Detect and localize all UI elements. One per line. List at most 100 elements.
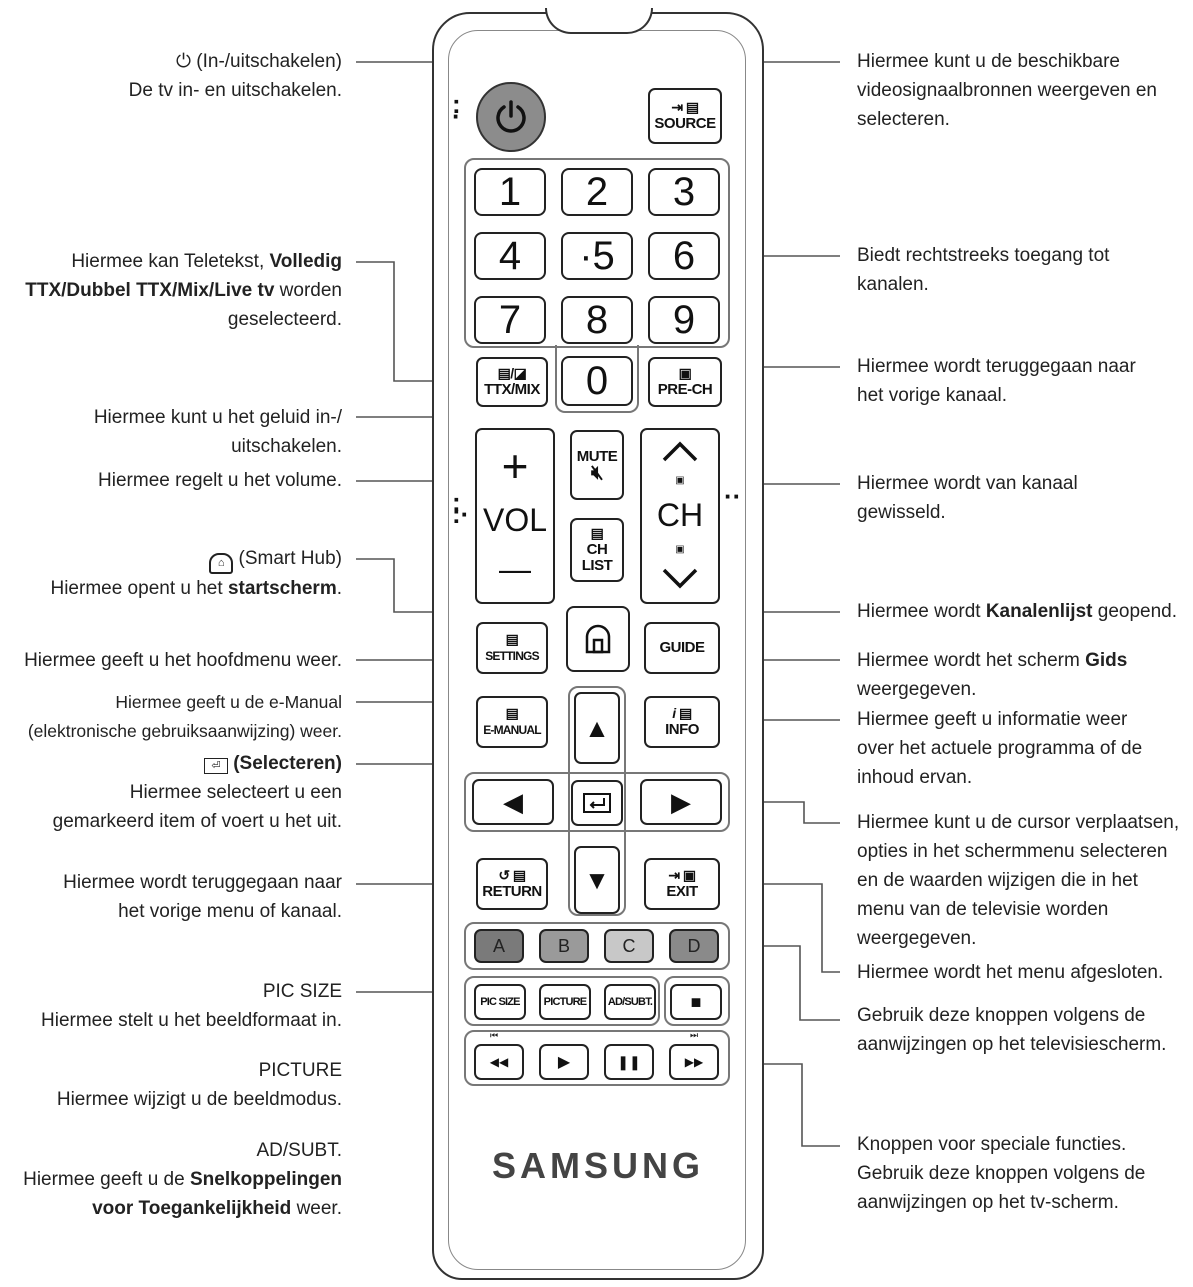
label-info: Hiermee geeft u informatie weer over het…	[857, 709, 1143, 788]
channel-rocker[interactable]: ▣ CH ▣	[640, 428, 720, 604]
settings-button[interactable]: ▤ SETTINGS	[476, 622, 548, 674]
volume-up-button[interactable]: +	[501, 440, 529, 492]
ch-up-icon: ▣	[675, 474, 685, 486]
ttx-mix-button[interactable]: ▤/◪ TTX/MIX	[476, 357, 548, 407]
prech-icon: ▣	[678, 365, 692, 381]
leader-special	[728, 1063, 840, 1147]
label-emanual: Hiermee geeft u de e-Manual (elektronisc…	[27, 692, 342, 741]
label-adsubt: AD/SUBT. Hiermee geeft u de Snelkoppelin…	[23, 1140, 342, 1219]
enter-icon	[583, 793, 611, 813]
power-icon	[496, 100, 526, 133]
pic-size-button[interactable]: PIC SIZE	[474, 984, 526, 1020]
label-volume: Hiermee regelt u het volume.	[98, 470, 342, 491]
color-key-b-button[interactable]: B	[539, 929, 589, 963]
digit-9-button[interactable]: 9	[648, 296, 720, 344]
up-arrow-button[interactable]: ▲	[574, 692, 620, 764]
label-special: Knoppen voor speciale functies. Gebruik …	[857, 1134, 1146, 1213]
digit-6-button[interactable]: 6	[648, 232, 720, 280]
e-manual-button[interactable]: ▤ E-MANUAL	[476, 696, 548, 748]
digit-0-button[interactable]: 0	[561, 356, 633, 406]
home-icon: ⌂	[209, 553, 234, 574]
label-smarthub: ⌂ (Smart Hub) Hiermee opent u het starts…	[50, 548, 342, 599]
return-icon: ↺ ▤	[498, 867, 526, 883]
digit-5-button[interactable]: ·5	[561, 232, 633, 280]
rewind-icon: ◀◀	[489, 1055, 509, 1069]
leader-cursor	[728, 801, 840, 824]
power-button[interactable]	[476, 82, 546, 152]
power-desc: De tv in- en uitschakelen.	[128, 80, 342, 101]
picture-button[interactable]: PICTURE	[539, 984, 591, 1020]
ch-list-button[interactable]: ▤ CH LIST	[570, 518, 624, 582]
remote-top-notch	[545, 8, 653, 34]
label-chlist: Hiermee wordt Kanalenlijst geopend.	[857, 601, 1178, 622]
fast-forward-button[interactable]: ▶▶	[669, 1044, 719, 1080]
label-cursor: Hiermee kunt u de cursor verplaatsen, op…	[857, 812, 1180, 949]
channel-down-button[interactable]	[660, 566, 700, 590]
mute-button[interactable]: MUTE 🔇︎	[570, 430, 624, 500]
label-mute: Hiermee kunt u het geluid in-/ uitschake…	[93, 407, 342, 457]
left-arrow-icon: ◀	[503, 786, 523, 817]
return-button[interactable]: ↺ ▤ RETURN	[476, 858, 548, 910]
enter-icon: ⏎	[203, 758, 228, 774]
digit-1-button[interactable]: 1	[474, 168, 546, 216]
volume-label: VOL	[482, 501, 548, 538]
tactile-dots-vol: ::·	[452, 487, 470, 529]
digit-8-button[interactable]: 8	[561, 296, 633, 344]
label-settings: Hiermee geeft u het hoofdmenu weer.	[24, 650, 342, 671]
exit-icon: ⇥ ▣	[668, 867, 696, 883]
zero-key-group	[555, 345, 639, 413]
tactile-dots-power: :·	[452, 89, 461, 131]
info-button[interactable]: i ▤ INFO	[644, 696, 720, 748]
right-arrow-button[interactable]: ▶	[640, 779, 722, 825]
up-arrow-icon: ▲	[584, 712, 610, 743]
ch-down-icon: ▣	[675, 544, 685, 556]
power-icon: ⏻	[175, 51, 191, 72]
guide-button[interactable]: GUIDE	[644, 622, 720, 674]
label-picsize: PIC SIZE Hiermee stelt u het beeldformaa…	[41, 981, 342, 1031]
color-key-c-button[interactable]: C	[604, 929, 654, 963]
digit-4-button[interactable]: 4	[474, 232, 546, 280]
right-arrow-icon: ▶	[671, 786, 691, 817]
label-select: ⏎ (Selecteren) Hiermee selecteert u een …	[52, 753, 342, 832]
next-track-icon: ⏭	[690, 1030, 699, 1040]
label-return: Hiermee wordt teruggegaan naar het vorig…	[63, 872, 342, 922]
play-button[interactable]: ▶	[539, 1044, 589, 1080]
stop-icon: ■	[690, 991, 702, 1012]
label-teletext: Hiermee kan Teletekst, Volledig TTX/Dubb…	[25, 251, 342, 330]
label-power: ⏻ (In-/uitschakelen) De tv in- en uitsch…	[129, 47, 342, 105]
digit-2-button[interactable]: 2	[561, 168, 633, 216]
digit-3-button[interactable]: 3	[648, 168, 720, 216]
stop-button[interactable]: ■	[670, 984, 722, 1020]
pause-button[interactable]: ❚❚	[604, 1044, 654, 1080]
number-pad-group	[464, 158, 730, 348]
play-icon: ▶	[557, 1054, 571, 1071]
color-key-a-button[interactable]: A	[474, 929, 524, 963]
source-button[interactable]: ⇥ ▤ SOURCE	[648, 88, 722, 144]
pre-ch-button[interactable]: ▣ PRE-CH	[648, 357, 722, 407]
settings-icon: ▤	[505, 631, 519, 647]
left-arrow-button[interactable]: ◀	[472, 779, 554, 825]
volume-rocker[interactable]: + VOL —	[475, 428, 555, 604]
volume-down-button[interactable]: —	[499, 551, 531, 587]
dpad-horizontal-group	[464, 772, 730, 832]
picture-keys-group	[464, 976, 660, 1026]
color-key-d-button[interactable]: D	[669, 929, 719, 963]
digit-7-button[interactable]: 7	[474, 296, 546, 344]
channel-up-button[interactable]	[660, 440, 700, 464]
label-guide: Hiermee wordt het scherm Gids weergegeve…	[857, 650, 1128, 700]
select-button[interactable]	[571, 780, 623, 826]
pause-icon: ❚❚	[617, 1053, 641, 1070]
down-arrow-button[interactable]: ▼	[574, 846, 620, 914]
exit-button[interactable]: ⇥ ▣ EXIT	[644, 858, 720, 910]
home-button[interactable]	[566, 606, 630, 672]
dpad-vertical-group	[568, 686, 626, 916]
fast-forward-icon: ▶▶	[684, 1055, 704, 1069]
label-channel: Hiermee wordt van kanaal gewisseld.	[857, 473, 1078, 523]
source-icon: ⇥ ▤	[671, 99, 699, 115]
ad-subt-button[interactable]: AD/SUBT.	[604, 984, 656, 1020]
rewind-button[interactable]: ◀◀	[474, 1044, 524, 1080]
speaker-mute-icon: 🔇︎	[590, 462, 604, 484]
home-icon	[585, 624, 611, 654]
label-source: Hiermee kunt u de beschikbare videosigna…	[857, 51, 1158, 130]
